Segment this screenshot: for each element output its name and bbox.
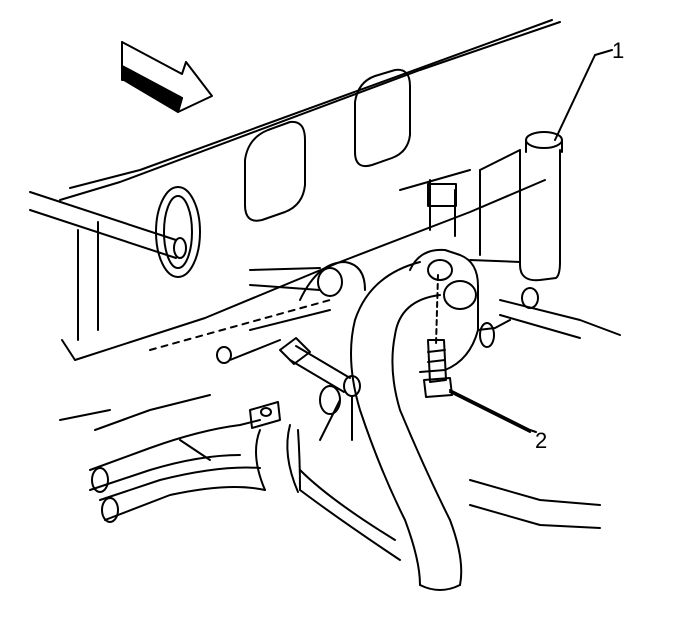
- bolt: [423, 274, 537, 433]
- mounting-bracket: [399, 169, 621, 373]
- intake-manifold: [29, 19, 561, 431]
- fuel-line-connector: [249, 261, 366, 441]
- direction-arrow-icon: [121, 41, 213, 113]
- leader-line-2: [449, 391, 531, 433]
- heater-hoses: [89, 401, 601, 561]
- canister-module: [469, 49, 613, 282]
- callout-1: 1: [612, 38, 625, 63]
- coolant-hose: [350, 261, 463, 591]
- callout-2: 2: [535, 428, 548, 453]
